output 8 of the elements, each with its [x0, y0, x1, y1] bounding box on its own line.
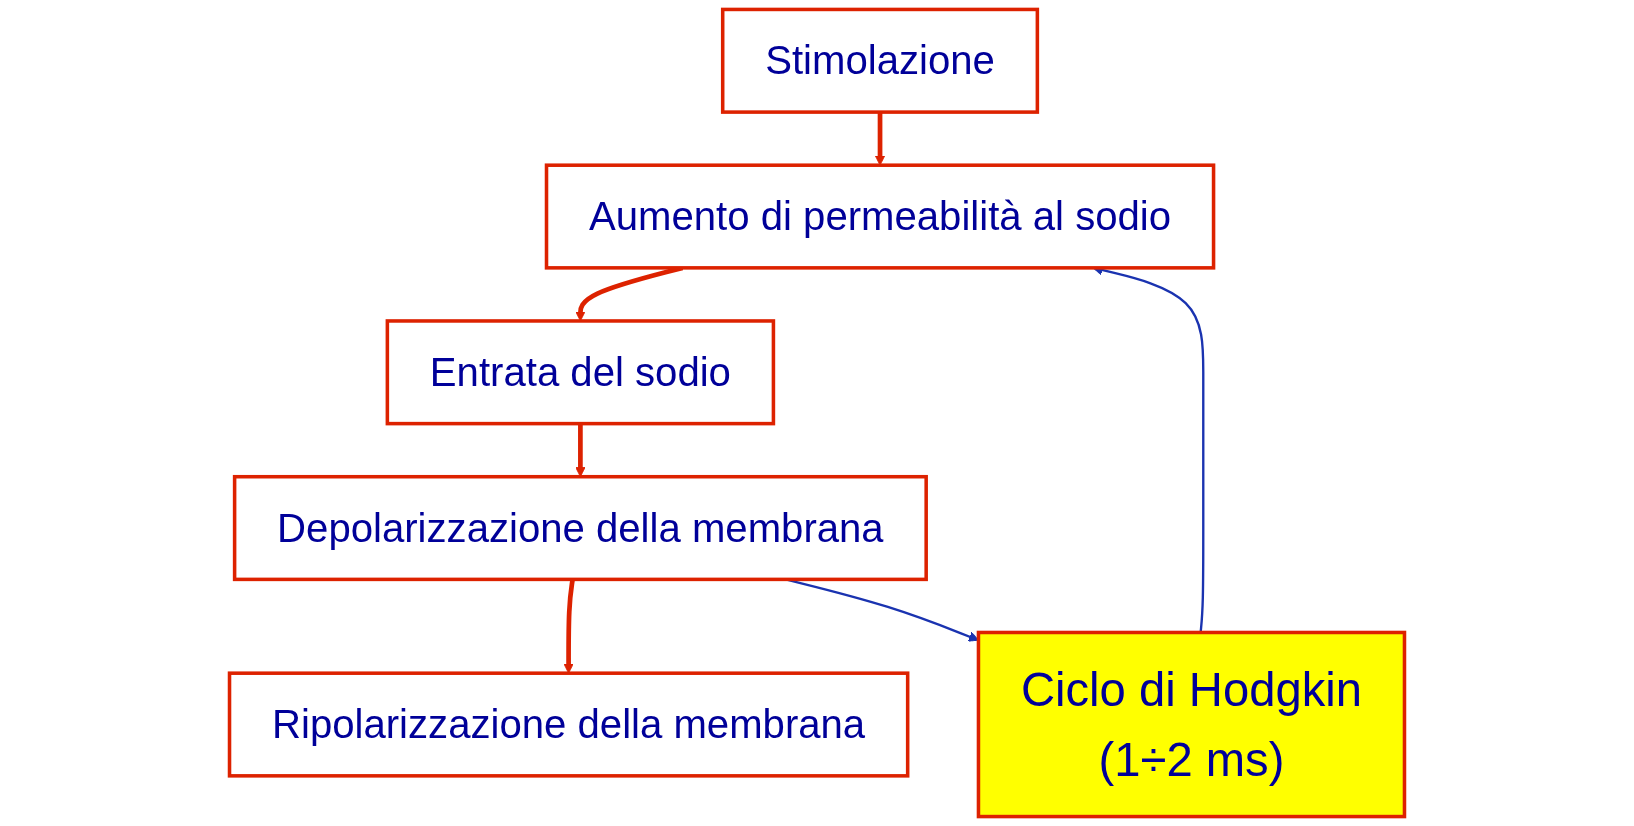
- node-box: Aumento di permeabilità al sodio: [544, 163, 1216, 270]
- node-box: Entrata del sodio: [385, 319, 776, 426]
- node-box: Ripolarizzazione della membrana: [227, 671, 910, 778]
- arrow: [874, 112, 886, 166]
- node-box: Depolarizzazione della membrana: [232, 474, 928, 582]
- arrow: [563, 579, 575, 674]
- node-box: Stimolazione: [720, 7, 1040, 114]
- node-box: Ciclo di Hodgkin (1÷2 ms): [976, 630, 1407, 819]
